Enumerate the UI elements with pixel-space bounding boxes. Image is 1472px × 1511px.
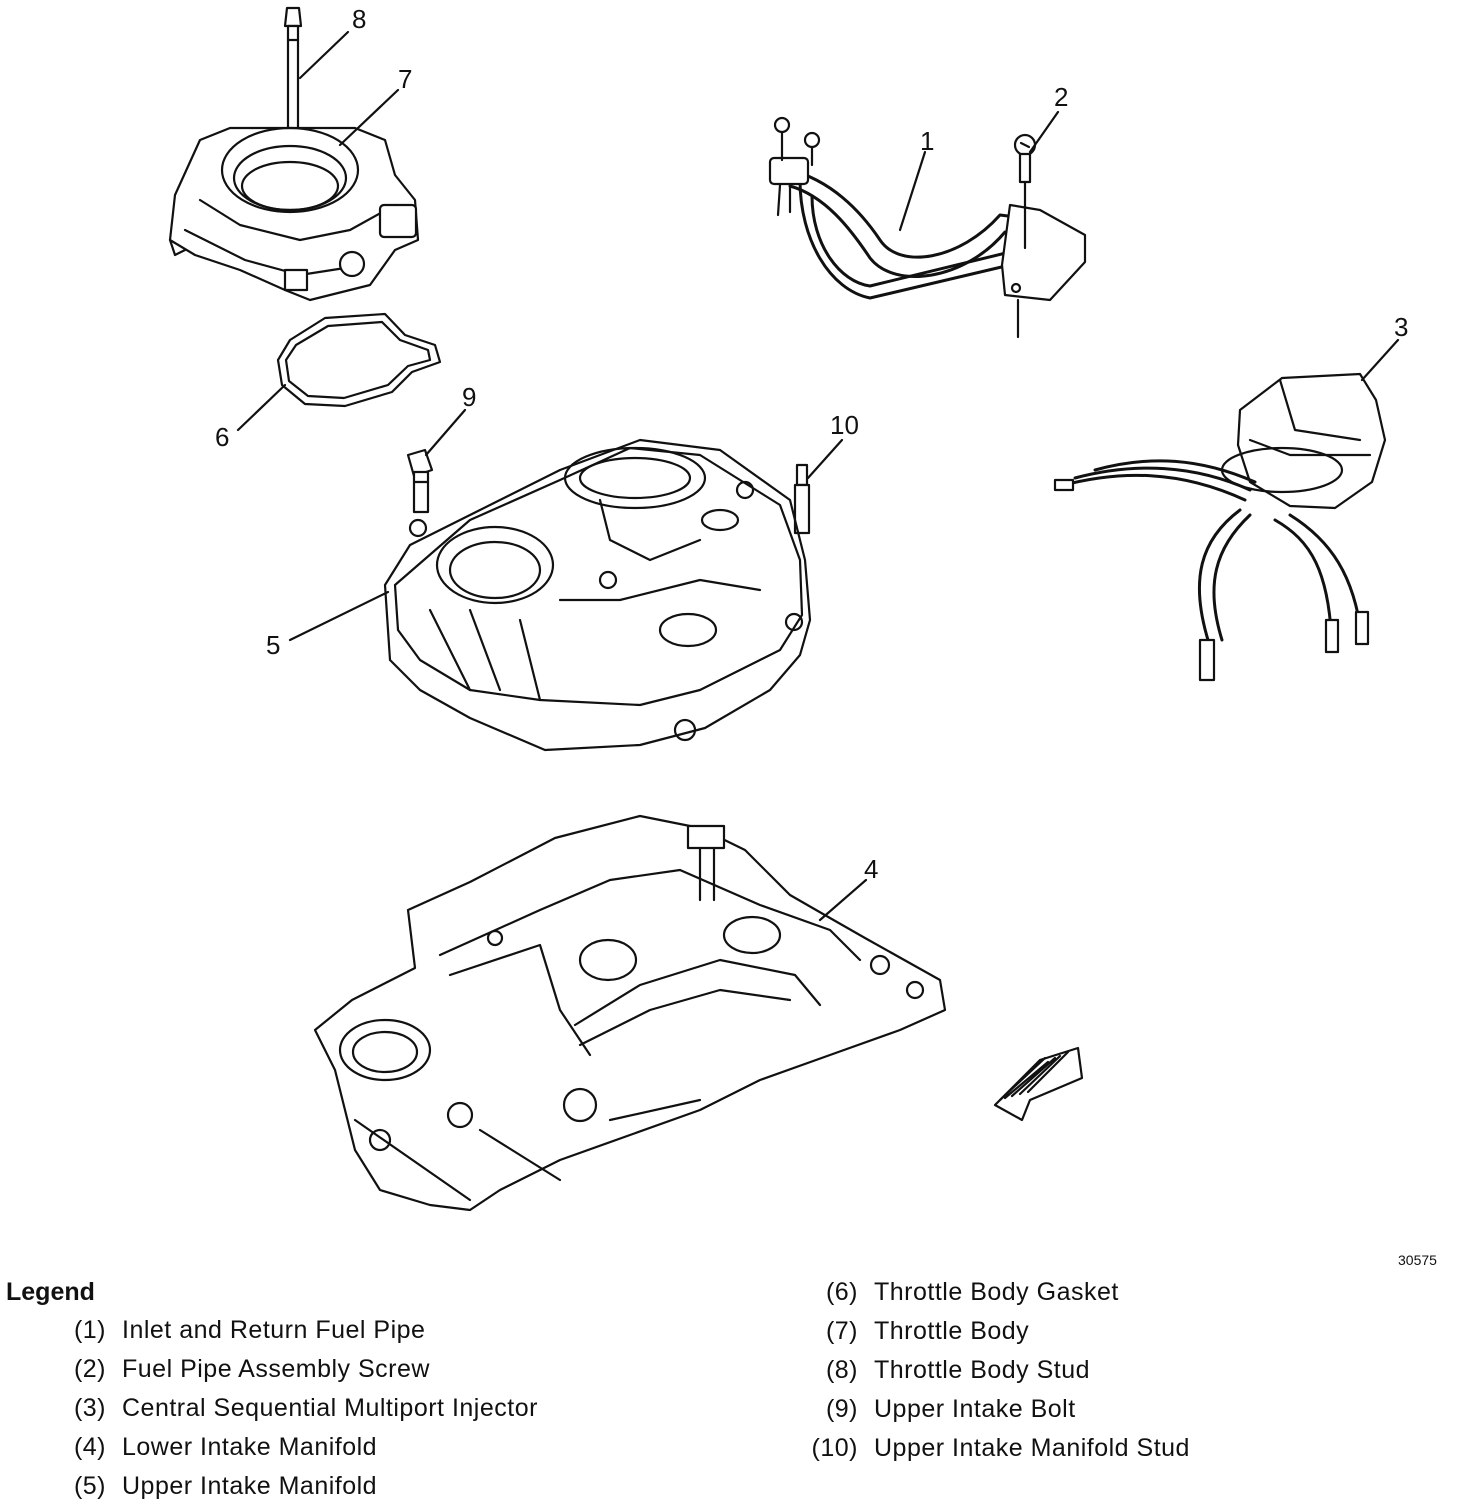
legend-item: (9)Upper Intake Bolt [825, 1395, 1076, 1423]
legend-left-column: (1)Inlet and Return Fuel Pipe (2)Fuel Pi… [66, 1316, 538, 1511]
figure-reference-number: 30575 [1398, 1252, 1437, 1268]
callout-10: 10 [830, 410, 859, 440]
callout-9: 9 [462, 382, 476, 412]
legend-item: (7)Throttle Body [825, 1317, 1030, 1345]
callout-3: 3 [1394, 312, 1408, 342]
callout-5: 5 [266, 630, 280, 660]
callout-4: 4 [864, 854, 878, 884]
callout-numbers: 8 7 1 2 3 6 9 10 5 4 [215, 4, 1408, 884]
exploded-diagram: 8 7 1 2 3 6 9 10 5 4 [168, 4, 1408, 1212]
legend-title: Legend [6, 1278, 95, 1306]
front-arrow-icon [993, 1046, 1084, 1122]
legend-right-column: (6)Throttle Body Gasket (7)Throttle Body… [806, 1278, 1190, 1473]
callout-6: 6 [215, 422, 229, 452]
callout-1: 1 [920, 126, 934, 156]
upper-intake-bolt [406, 448, 434, 514]
legend-item: (10)Upper Intake Manifold Stud [811, 1434, 1190, 1462]
central-sequential-multiport-injector [1053, 372, 1387, 682]
legend-item: (3)Central Sequential Multiport Injector [73, 1394, 538, 1422]
legend-item: (2)Fuel Pipe Assembly Screw [73, 1355, 430, 1383]
legend-item: (5)Upper Intake Manifold [73, 1472, 378, 1500]
legend-item: (6)Throttle Body Gasket [825, 1278, 1119, 1306]
callout-2: 2 [1054, 82, 1068, 112]
throttle-body-gasket [276, 312, 442, 408]
callout-7: 7 [398, 64, 412, 94]
throttle-body [168, 126, 420, 302]
fuel-pipe [768, 116, 1087, 302]
upper-intake-manifold-stud [793, 463, 811, 535]
callout-8: 8 [352, 4, 366, 34]
legend-item: (1)Inlet and Return Fuel Pipe [73, 1316, 426, 1344]
lower-intake-manifold [313, 814, 947, 1212]
legend-item: (8)Throttle Body Stud [825, 1356, 1091, 1384]
leader-lines [236, 30, 1400, 922]
upper-intake-manifold [383, 438, 812, 752]
legend-item: (4)Lower Intake Manifold [73, 1433, 378, 1461]
